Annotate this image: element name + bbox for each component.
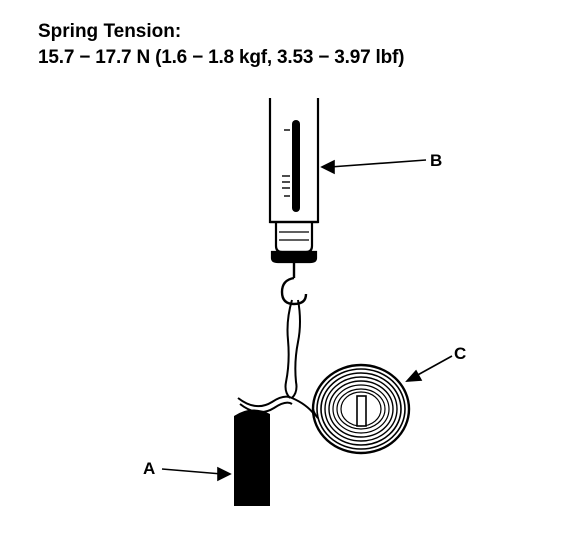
callout-label-a: A: [143, 459, 155, 478]
coil-spring: [311, 363, 411, 455]
spring-link: [284, 299, 301, 399]
part-a-block: [234, 409, 270, 506]
callout-label-c: C: [454, 344, 466, 363]
coil-center-tab: [356, 395, 367, 427]
scale-slot: [292, 120, 300, 212]
callout-label-b: B: [430, 151, 442, 170]
spec-value: 15.7 − 17.7 N (1.6 − 1.8 kgf, 3.53 − 3.9…: [38, 47, 405, 68]
spring-scale: [268, 98, 320, 306]
scale-hook: [280, 276, 308, 306]
scale-base: [270, 250, 318, 264]
callout-leaders: [161, 159, 453, 482]
scale-collar: [274, 222, 314, 254]
spec-heading: Spring Tension:: [38, 21, 182, 42]
